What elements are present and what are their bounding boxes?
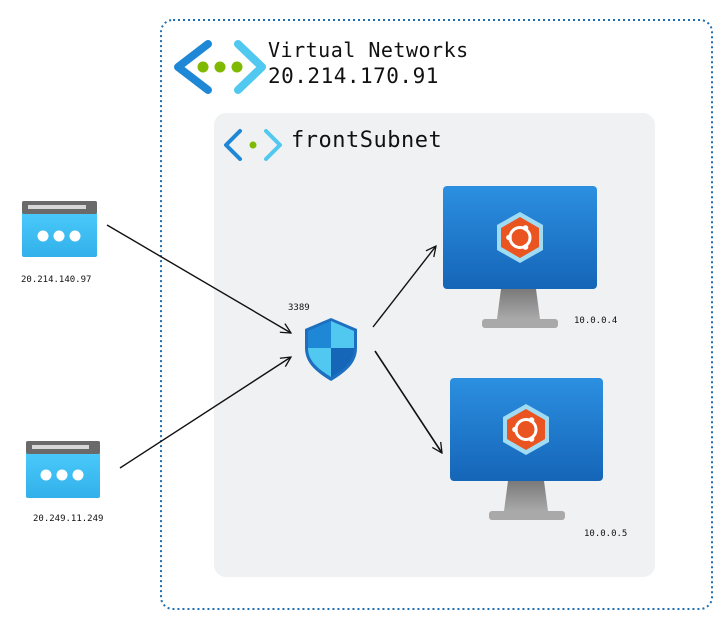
vnet-ip: 20.214.170.91: [268, 64, 439, 88]
arrow-client-2-to-nsg: [119, 357, 291, 469]
vnet-title: Virtual Networks: [268, 38, 469, 62]
subnet-icon: [224, 129, 282, 161]
vm-2-ubuntu-icon: [503, 404, 549, 455]
vm-1-monitor-icon: [443, 186, 597, 328]
vm-1-ubuntu-icon: [497, 212, 543, 263]
client-1-browser-window-icon: [22, 201, 97, 257]
vnet-icon: [174, 40, 266, 94]
subnet-region: [214, 113, 655, 577]
client-2-ip: 20.249.11.249: [33, 514, 104, 524]
vm-2-ip: 10.0.0.5: [584, 529, 628, 539]
client-1-ip: 20.214.140.97: [21, 275, 92, 285]
arrow-nsg-to-vm-2: [374, 350, 442, 453]
subnet-title: frontSubnet: [291, 128, 443, 153]
client-2-browser-window-icon: [26, 441, 100, 498]
nsg-shield-icon: [305, 318, 357, 381]
vm-2-monitor-icon: [450, 378, 603, 520]
vm-1-ip: 10.0.0.4: [574, 316, 618, 326]
arrow-client-1-to-nsg: [106, 224, 291, 333]
arrow-nsg-to-vm-1: [372, 246, 436, 328]
nsg-port: 3389: [288, 303, 310, 313]
